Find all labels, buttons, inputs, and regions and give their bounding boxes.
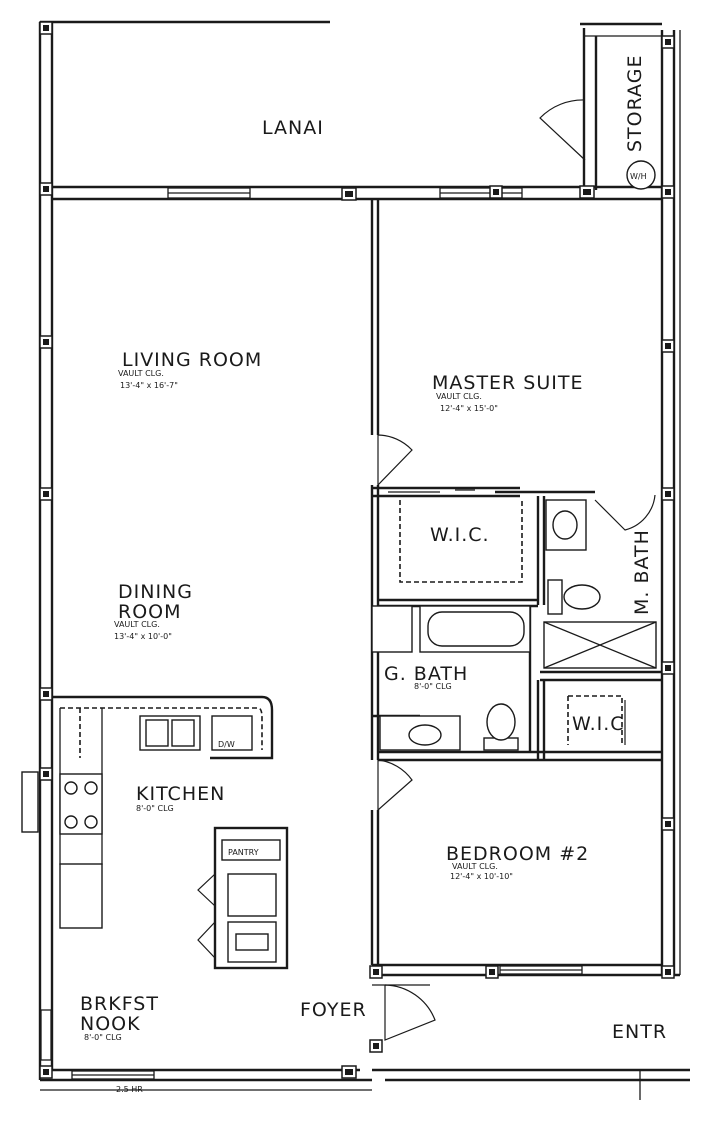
entry-label: ENTR <box>612 1021 667 1043</box>
bedroom2-label: BEDROOM #2 <box>446 843 589 865</box>
master-suite-dims: 12'-4" x 15'-0" <box>440 404 498 413</box>
kitchen-fixtures <box>21 695 289 970</box>
bedroom2-ceiling: VAULT CLG. <box>452 862 498 871</box>
kitchen-ceiling: 8'-0" CLG <box>136 804 174 813</box>
guest-bath-ceiling: 8'-0" CLG <box>414 682 452 691</box>
guest-bath-label: G. BATH <box>384 663 468 685</box>
dining-room-label-line1: DINING <box>118 581 193 603</box>
foyer-label: FOYER <box>300 999 367 1021</box>
dining-room-ceiling: VAULT CLG. <box>114 620 160 629</box>
master-wic-label: W.I.C. <box>430 524 490 546</box>
bedroom2-dims: 12'-4" x 10'-10" <box>450 872 513 881</box>
living-room-label: LIVING ROOM <box>122 349 262 371</box>
fire-rating-note: 2.5 HR <box>116 1085 143 1094</box>
doors <box>377 99 656 1041</box>
breakfast-nook-ceiling: 8'-0" CLG <box>84 1033 122 1042</box>
master-suite-label: MASTER SUITE <box>432 372 584 394</box>
room-labels: LANAI STORAGE W/H LIVING ROOM VAULT CLG.… <box>80 55 667 1094</box>
bath-fixtures <box>371 160 657 751</box>
structural-columns <box>39 21 675 1079</box>
living-room-ceiling: VAULT CLG. <box>118 369 164 378</box>
exterior-walls <box>38 20 690 1100</box>
master-suite-ceiling: VAULT CLG. <box>436 392 482 401</box>
water-heater-label: W/H <box>630 172 647 181</box>
closet-shelves <box>388 489 623 745</box>
master-bath-label: M. BATH <box>631 529 653 615</box>
living-room-dims: 13'-4" x 16'-7" <box>120 381 178 390</box>
breakfast-nook-label-line1: BRKFST <box>80 993 159 1015</box>
pantry-label: PANTRY <box>228 848 259 857</box>
kitchen-label: KITCHEN <box>136 783 225 805</box>
dining-room-dims: 13'-4" x 10'-0" <box>114 632 172 641</box>
lanai-label: LANAI <box>262 117 324 139</box>
dishwasher-label: D/W <box>218 740 235 749</box>
dining-room-label-line2: ROOM <box>118 601 182 623</box>
bedroom2-wic-label: W.I.C <box>572 713 625 735</box>
windows <box>40 187 583 1080</box>
breakfast-nook-label-line2: NOOK <box>80 1013 141 1035</box>
storage-label: STORAGE <box>624 55 646 152</box>
